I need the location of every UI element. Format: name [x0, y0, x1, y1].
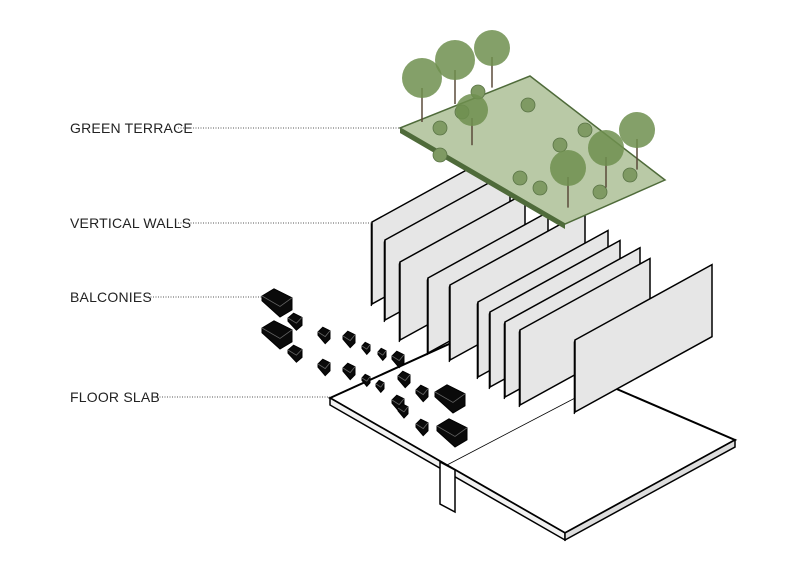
wall-panel-edge [398, 261, 401, 343]
balcony-edge [397, 406, 409, 413]
balcony-block [261, 320, 293, 350]
shrub [520, 97, 536, 113]
balcony-edge [434, 391, 466, 403]
balcony-edge [415, 388, 429, 396]
shrub [552, 137, 568, 153]
balcony-block [434, 384, 466, 414]
balcony-edge [436, 425, 468, 437]
shrub [592, 184, 608, 200]
label-floor-slab: FLOOR SLAB [70, 389, 160, 405]
wall-panel-edge [503, 321, 506, 400]
balcony-edge [377, 350, 387, 356]
balcony-edge [317, 330, 331, 338]
tree-canopy [619, 112, 655, 148]
wall-panel-edge [448, 284, 451, 363]
wall-panel-edge [476, 301, 479, 380]
balcony-edge [361, 376, 371, 382]
wall-panel-edge [383, 239, 386, 323]
vertical-walls [370, 151, 713, 415]
shrub [532, 180, 548, 196]
slab-column [439, 460, 456, 514]
balcony-edge [261, 327, 293, 339]
tree-canopy [588, 130, 624, 166]
tree-canopy [474, 30, 510, 66]
wall-panel-edge [518, 329, 521, 408]
balcony-edge [287, 349, 303, 356]
balcony-block [287, 312, 303, 331]
balcony-edge [391, 398, 405, 406]
balcony-edge [397, 374, 411, 382]
shrub [577, 122, 593, 138]
tree-canopy [550, 150, 586, 186]
balcony-edge [287, 317, 303, 324]
shrub [622, 167, 638, 183]
floor-slab [327, 328, 738, 542]
tree-canopy [435, 40, 475, 80]
balcony-edge [261, 295, 293, 307]
tree-canopy [402, 58, 442, 98]
label-vertical-walls: VERTICAL WALLS [70, 215, 192, 231]
balcony-edge [391, 354, 405, 362]
shrub [432, 147, 448, 163]
balcony-edge [361, 344, 371, 350]
balcony-edge [415, 422, 429, 430]
balcony-edge [342, 334, 356, 342]
wall-panel-edge [370, 221, 373, 307]
wall-panel-edge [426, 277, 429, 356]
balconies [261, 288, 468, 448]
wall-panel-edge [573, 339, 576, 415]
shrub [512, 170, 528, 186]
balcony-edge [375, 382, 385, 388]
green-terrace [398, 30, 667, 229]
tree-canopy [456, 94, 488, 126]
label-balconies: BALCONIES [70, 289, 152, 305]
balcony-block [436, 418, 468, 448]
label-green-terrace: GREEN TERRACE [70, 120, 193, 136]
balcony-edge [342, 366, 356, 374]
balcony-block [261, 288, 293, 318]
balcony-block [287, 344, 303, 363]
leader-lines [148, 127, 402, 398]
balcony-edge [317, 362, 331, 370]
shrub [432, 120, 448, 136]
wall-panel-edge [488, 311, 491, 390]
